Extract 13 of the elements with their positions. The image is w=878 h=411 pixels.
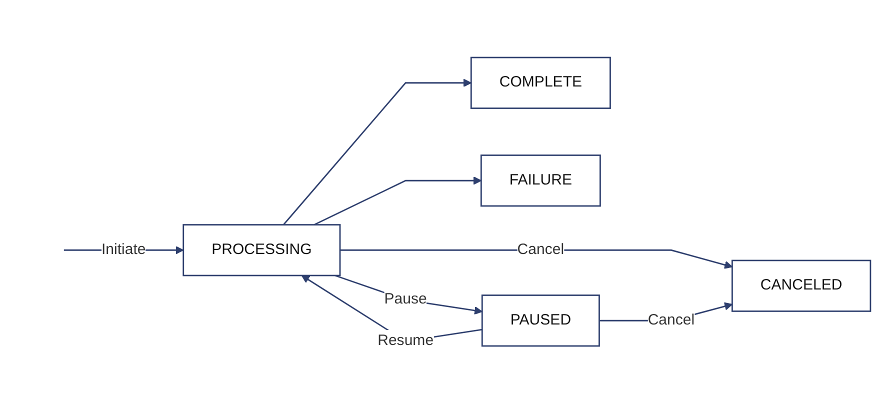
node-box: PAUSED (481, 295, 600, 348)
edge-label: Initiate (101, 242, 146, 258)
arrow (314, 176, 482, 226)
node-box: CANCELED (732, 260, 872, 312)
edge-label: Cancel (648, 312, 695, 329)
edge-label: Cancel (517, 242, 564, 258)
arrow (282, 79, 472, 226)
node-box: PROCESSING (182, 224, 341, 277)
node-box: FAILURE (480, 154, 601, 208)
arrow (334, 275, 483, 316)
node-box: COMPLETE (470, 57, 611, 110)
edge-label: Resume (378, 333, 434, 350)
edge-label: Pause (384, 292, 427, 308)
